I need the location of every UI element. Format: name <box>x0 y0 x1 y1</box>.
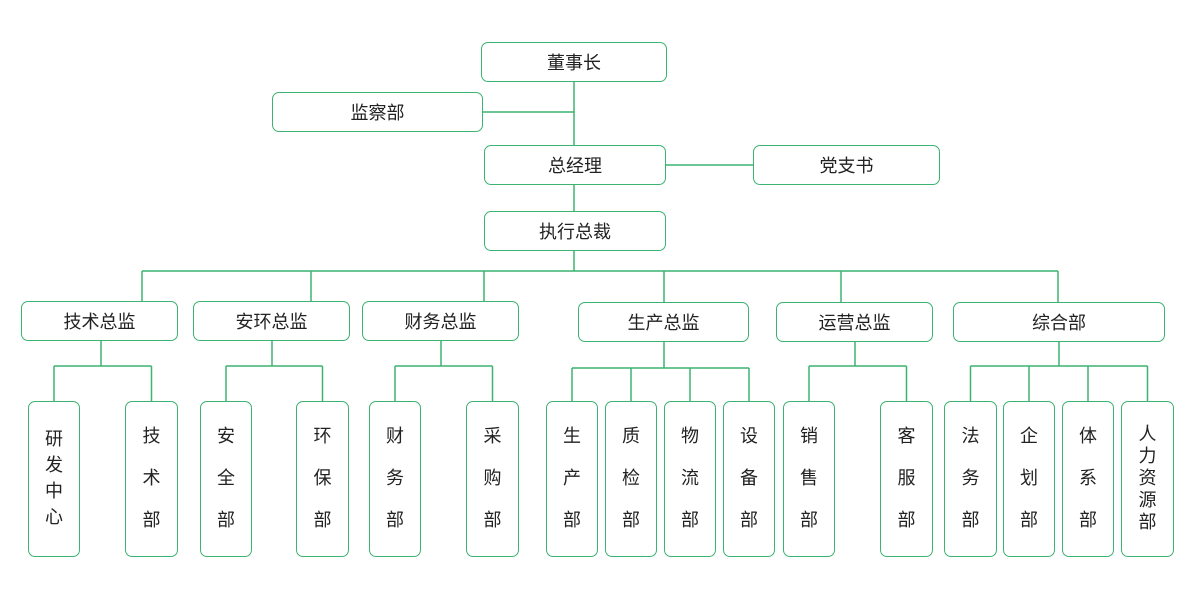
box-department: 质检部 <box>605 401 657 557</box>
box-department: 客服部 <box>880 401 933 557</box>
box-director: 运营总监 <box>776 302 933 342</box>
box-department: 企划部 <box>1003 401 1055 557</box>
department-char: 法 <box>961 426 980 447</box>
department-char: 发 <box>45 455 63 476</box>
box-department: 技术部 <box>125 401 178 557</box>
department-char: 部 <box>217 510 235 531</box>
department-char: 部 <box>483 510 502 531</box>
department-char: 源 <box>1138 490 1157 511</box>
department-char: 生 <box>563 426 581 447</box>
department-char: 研 <box>45 429 63 450</box>
box-executive-president: 执行总裁 <box>484 211 666 251</box>
box-department: 环保部 <box>296 401 349 557</box>
department-char: 销 <box>800 426 818 447</box>
department-char: 全 <box>217 468 235 489</box>
department-char: 产 <box>563 468 581 489</box>
department-char: 购 <box>483 468 502 489</box>
box-department: 设备部 <box>723 401 775 557</box>
department-char: 部 <box>142 510 161 531</box>
department-char: 务 <box>961 468 980 489</box>
department-char: 部 <box>563 510 581 531</box>
department-char: 部 <box>313 510 332 531</box>
box-department: 采购部 <box>466 401 519 557</box>
department-char: 部 <box>800 510 818 531</box>
department-char: 流 <box>681 468 699 489</box>
department-char: 企 <box>1020 426 1038 447</box>
department-char: 术 <box>142 468 161 489</box>
department-char: 体 <box>1079 426 1097 447</box>
department-char: 力 <box>1138 446 1157 467</box>
department-char: 采 <box>483 426 502 447</box>
department-char: 技 <box>142 426 161 447</box>
department-char: 服 <box>897 468 916 489</box>
box-chairman: 董事长 <box>481 42 667 82</box>
department-char: 部 <box>740 510 758 531</box>
department-char: 资 <box>1138 468 1157 489</box>
box-department: 研发中心 <box>28 401 80 557</box>
department-char: 部 <box>622 510 640 531</box>
department-char: 部 <box>961 510 980 531</box>
box-director: 财务总监 <box>362 301 519 341</box>
department-char: 划 <box>1020 468 1038 489</box>
department-char: 备 <box>740 468 758 489</box>
box-director: 安环总监 <box>193 301 350 341</box>
box-department: 法务部 <box>944 401 997 557</box>
box-director: 技术总监 <box>21 301 178 341</box>
box-department: 人力资源部 <box>1121 401 1174 557</box>
department-char: 售 <box>800 468 818 489</box>
box-director: 生产总监 <box>578 302 749 342</box>
box-supervision: 监察部 <box>272 92 483 132</box>
box-department: 销售部 <box>783 401 835 557</box>
department-char: 部 <box>1079 510 1097 531</box>
department-char: 环 <box>313 426 332 447</box>
box-department: 安全部 <box>200 401 252 557</box>
box-general-manager: 总经理 <box>484 145 666 185</box>
box-department: 物流部 <box>664 401 716 557</box>
box-party-secretary: 党支书 <box>753 145 940 185</box>
department-char: 部 <box>386 510 404 531</box>
box-director: 综合部 <box>953 302 1165 342</box>
department-char: 安 <box>217 426 235 447</box>
department-char: 部 <box>1020 510 1038 531</box>
box-department: 财务部 <box>369 401 421 557</box>
department-char: 系 <box>1079 468 1097 489</box>
department-char: 人 <box>1138 424 1157 445</box>
department-char: 客 <box>897 426 916 447</box>
department-char: 物 <box>681 426 699 447</box>
department-char: 部 <box>1138 512 1157 533</box>
department-char: 部 <box>681 510 699 531</box>
department-char: 心 <box>45 507 63 528</box>
department-char: 检 <box>622 468 640 489</box>
department-char: 质 <box>622 426 640 447</box>
department-char: 务 <box>386 468 404 489</box>
box-department: 生产部 <box>546 401 598 557</box>
department-char: 中 <box>45 481 63 502</box>
department-char: 部 <box>897 510 916 531</box>
department-char: 设 <box>740 426 758 447</box>
department-char: 保 <box>313 468 332 489</box>
box-department: 体系部 <box>1062 401 1114 557</box>
department-char: 财 <box>386 426 404 447</box>
